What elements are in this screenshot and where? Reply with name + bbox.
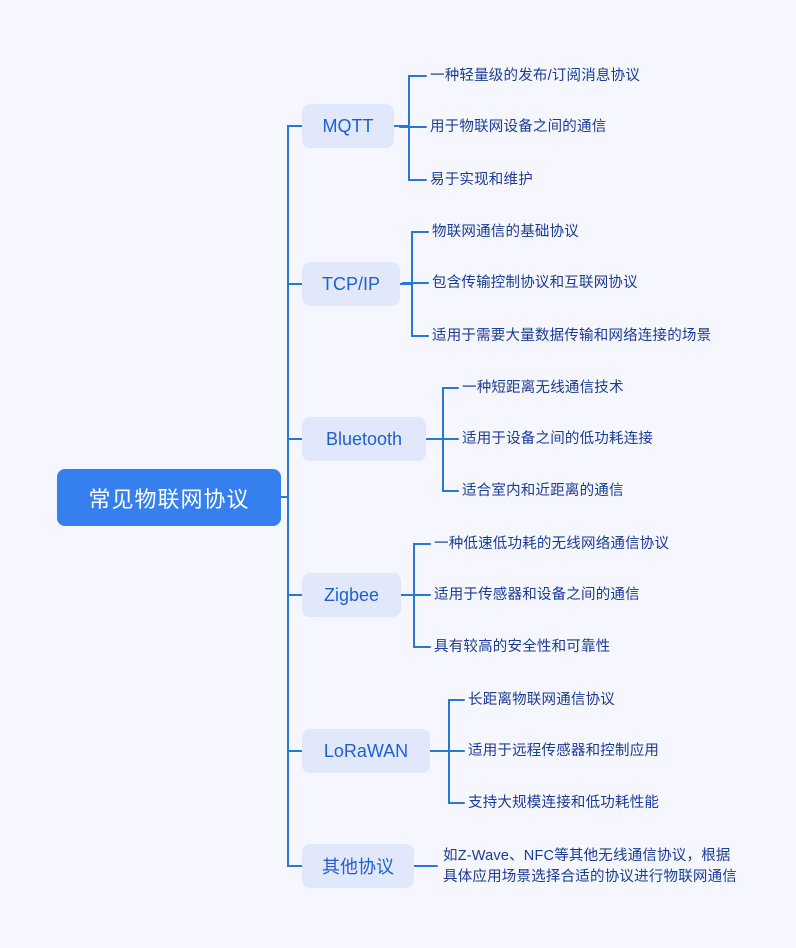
- leaf-node[interactable]: 适合室内和近距离的通信: [462, 483, 624, 499]
- branch-node-label: LoRaWAN: [323, 740, 409, 761]
- branch-node--[interactable]: 其他协议: [302, 844, 414, 888]
- leaf-connector-0-0: [408, 74, 427, 87]
- leaf-node[interactable]: 适用于需要大量数据传输和网络连接的场景: [432, 328, 712, 344]
- leaf-node[interactable]: 适用于传感器和设备之间的通信: [434, 587, 640, 603]
- root-node[interactable]: 常见物联网协议: [57, 469, 281, 526]
- leaf-node[interactable]: 支持大规模连接和低功耗性能: [468, 795, 660, 811]
- leaf-connector-2-0: [442, 386, 459, 399]
- leaf-connector-3-2: [413, 636, 431, 648]
- leaf-node[interactable]: 物联网通信的基础协议: [432, 224, 579, 240]
- leaf-connector-1-0: [411, 230, 429, 243]
- branch-node-label: 其他协议: [322, 857, 394, 877]
- branch-node-label: Bluetooth: [325, 428, 403, 449]
- leaf-node[interactable]: 一种轻量级的发布/订阅消息协议: [430, 68, 641, 84]
- branch-node-bluetooth[interactable]: Bluetooth: [302, 417, 426, 461]
- leaf-node[interactable]: 适用于设备之间的低功耗连接: [462, 431, 654, 447]
- leaf-node[interactable]: 用于物联网设备之间的通信: [430, 119, 607, 135]
- branch-node-label: Zigbee: [323, 584, 380, 605]
- branch-node-label: TCP/IP: [321, 273, 380, 294]
- leaf-connector-2-2: [442, 480, 459, 493]
- leaf-node[interactable]: 如Z-Wave、NFC等其他无线通信协议，根据 具体应用场景选择合适的协议进行物…: [443, 848, 737, 885]
- leaf-node[interactable]: 具有较高的安全性和可靠性: [434, 639, 611, 655]
- root-node-label: 常见物联网协议: [88, 486, 250, 512]
- leaf-connector-4-0: [448, 699, 465, 711]
- leaf-connector-0-2: [408, 169, 427, 181]
- leaf-node[interactable]: 包含传输控制协议和互联网协议: [432, 275, 638, 291]
- leaf-connector-3-0: [413, 543, 431, 555]
- branch-node-tcp-ip[interactable]: TCP/IP: [302, 262, 400, 306]
- leaf-node[interactable]: 易于实现和维护: [430, 172, 533, 188]
- leaf-node[interactable]: 一种短距离无线通信技术: [462, 380, 624, 396]
- leaf-node[interactable]: 一种低速低功耗的无线网络通信协议: [434, 536, 670, 552]
- branch-node-label: MQTT: [322, 115, 374, 136]
- leaf-node[interactable]: 长距离物联网通信协议: [468, 692, 615, 708]
- branch-node-zigbee[interactable]: Zigbee: [302, 573, 401, 617]
- branch-node-mqtt[interactable]: MQTT: [302, 104, 394, 148]
- branch-elbow-5: [287, 855, 303, 868]
- leaf-node[interactable]: 适用于远程传感器和控制应用: [468, 743, 660, 759]
- leaf-connector-1-2: [411, 325, 429, 337]
- branch-node-lorawan[interactable]: LoRaWAN: [302, 729, 430, 773]
- branch-elbow-0: [287, 125, 303, 137]
- leaf-connector-4-2: [448, 792, 465, 804]
